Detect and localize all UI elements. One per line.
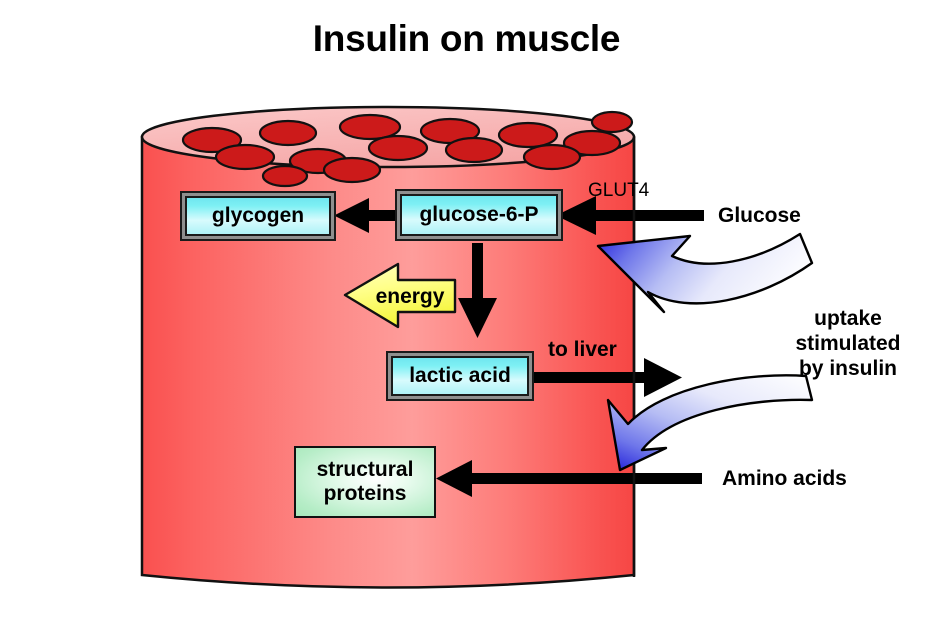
arrow-glucose-uptake [556,196,704,235]
energy-arrow-label: energy [375,285,445,308]
node-structural-proteins-label-1: structural [316,458,414,482]
label-uptake-line-2: stimulated [795,332,901,356]
node-glucose-6-p-label: glucose-6-P [419,203,539,227]
arrow-g6p-to-glycogen [334,198,417,233]
node-glycogen[interactable]: glycogen [185,196,331,236]
label-amino-acids: Amino acids [722,467,847,490]
insulin-arrow-aminoacids [606,374,814,472]
node-structural-proteins[interactable]: structural proteins [294,446,436,518]
label-glucose: Glucose [718,204,801,227]
label-glut4: GLUT4 [588,180,650,201]
label-uptake-line-1: uptake [814,307,882,330]
cell-nuclei [181,110,634,188]
energy-arrow [343,262,457,329]
node-structural-proteins-label-2: proteins [323,482,407,505]
insulin-curved-arrows [596,232,814,472]
node-glycogen-label: glycogen [211,204,305,228]
arrow-lactate-to-liver [532,358,682,397]
insulin-arrow-glucose [596,232,814,314]
pathway-arrows [334,196,704,497]
page-title: Insulin on muscle [312,18,621,59]
node-glucose-6-p[interactable]: glucose-6-P [400,194,558,236]
arrow-g6p-to-lactate [458,243,497,338]
label-to-liver: to liver [548,338,617,361]
node-lactic-acid[interactable]: lactic acid [391,356,529,396]
label-uptake-stimulated-by-insulin: uptake stimulated by insulin [768,306,928,382]
label-uptake-line-3: by insulin [798,357,897,381]
arrow-aminoacids-to-proteins [436,460,702,497]
node-lactic-acid-label: lactic acid [409,364,511,388]
